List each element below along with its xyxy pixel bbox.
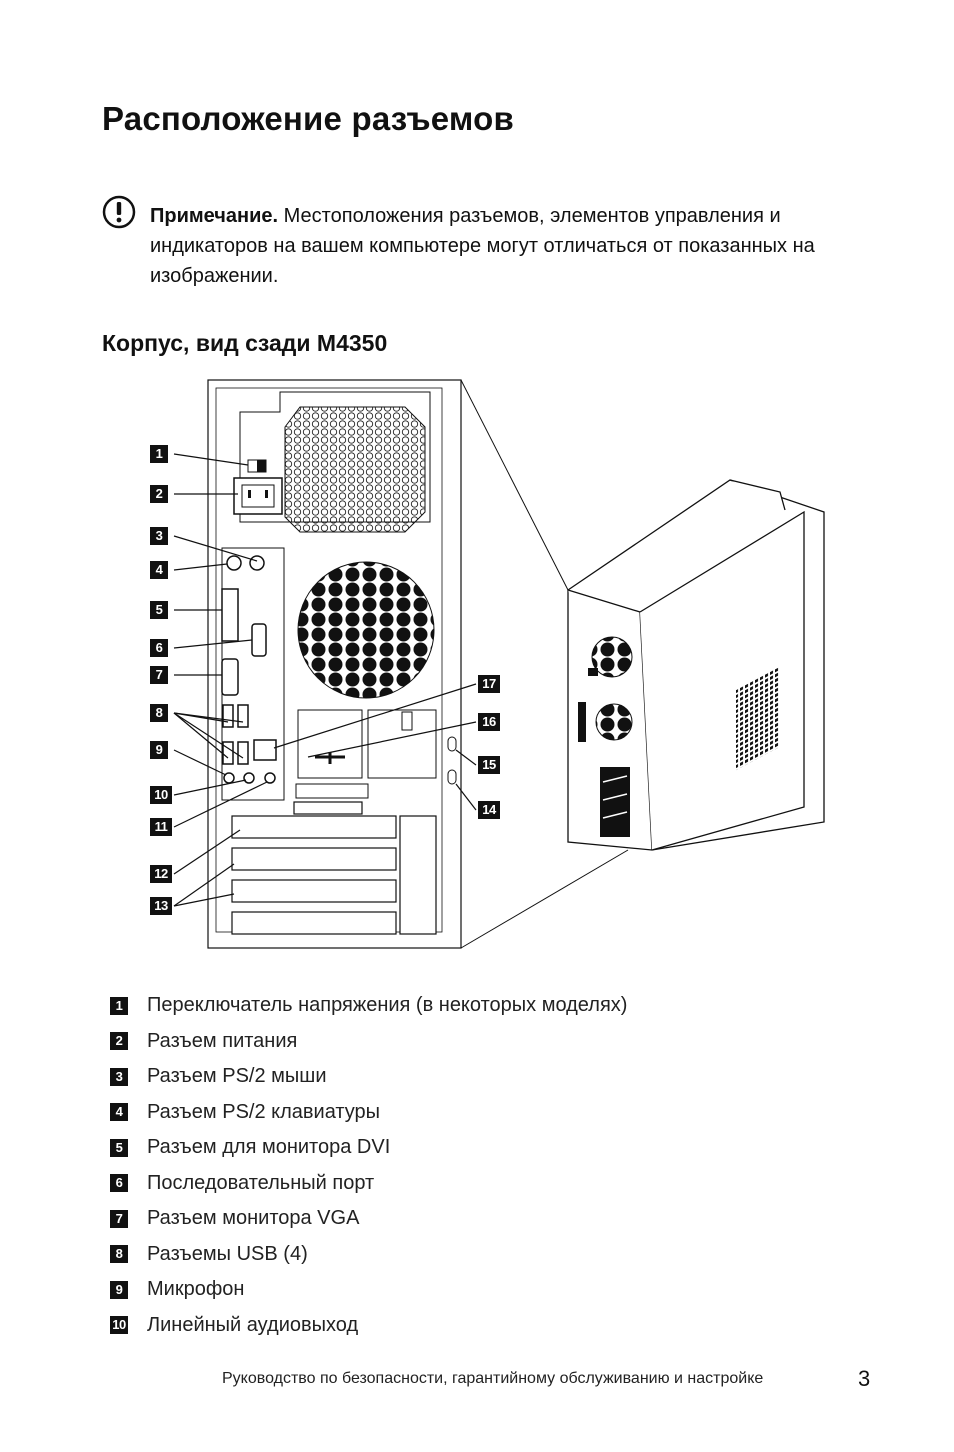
legend-item: 4 Разъем PS/2 клавиатуры bbox=[110, 1095, 627, 1131]
legend-label: Переключатель напряжения (в некоторых мо… bbox=[147, 994, 628, 1017]
serial-port bbox=[251, 623, 267, 657]
dvi-port bbox=[221, 588, 239, 642]
legend-label: Разъем PS/2 клавиатуры bbox=[147, 1100, 381, 1123]
legend-number: 6 bbox=[110, 1174, 128, 1193]
exclamation-icon bbox=[102, 195, 136, 229]
legend-number: 7 bbox=[110, 1209, 128, 1228]
ps2-keyboard-port bbox=[226, 555, 242, 571]
expansion-slots bbox=[231, 801, 437, 935]
legend-item: 9 Микрофон bbox=[110, 1272, 627, 1308]
callout-5: 5 bbox=[150, 601, 168, 619]
legend-number: 9 bbox=[110, 1280, 128, 1299]
legend-label: Последовательный порт bbox=[147, 1171, 375, 1194]
callout-6: 6 bbox=[150, 639, 168, 657]
page-number: 3 bbox=[858, 1366, 871, 1391]
psu-vent bbox=[284, 406, 426, 533]
note-body: Местоположения разъемов, элементов управ… bbox=[150, 205, 815, 287]
power-connector bbox=[233, 477, 283, 515]
audio-jacks bbox=[223, 772, 276, 784]
callout-1: 1 bbox=[150, 445, 168, 463]
ps2-mouse-port bbox=[249, 555, 265, 571]
legend-number: 3 bbox=[110, 1067, 128, 1086]
section-subtitle: Корпус, вид сзади M4350 bbox=[102, 330, 388, 356]
legend-label: Разъем PS/2 мыши bbox=[147, 1065, 327, 1088]
legend-item: 7 Разъем монитора VGA bbox=[110, 1201, 627, 1237]
side-vent bbox=[736, 666, 780, 771]
callout-11: 11 bbox=[150, 818, 172, 836]
page-footer: Руководство по безопасности, гарантийном… bbox=[222, 1370, 764, 1387]
callout-14: 14 bbox=[478, 801, 500, 819]
legend-label: Микрофон bbox=[147, 1278, 245, 1301]
legend-number: 2 bbox=[110, 1032, 128, 1051]
legend-item: 1 Переключатель напряжения (в некоторых м… bbox=[110, 988, 627, 1024]
legend-item: 3 Разъем PS/2 мыши bbox=[110, 1059, 627, 1095]
legend-number: 5 bbox=[110, 1138, 128, 1157]
legend-item: 10 Линейный аудиовыход bbox=[110, 1308, 627, 1344]
callout-15: 15 bbox=[478, 756, 500, 774]
leader-lines bbox=[173, 453, 477, 907]
case-fan bbox=[297, 561, 435, 699]
legend-number: 8 bbox=[110, 1245, 128, 1264]
legend-number: 10 bbox=[110, 1316, 128, 1335]
callout-9: 9 bbox=[150, 741, 168, 759]
note-label: Примечание. bbox=[150, 205, 279, 227]
callout-10: 10 bbox=[150, 786, 172, 804]
usb-ports bbox=[222, 704, 249, 765]
note-text: Примечание. Местоположения разъемов, эле… bbox=[150, 201, 870, 291]
callout-7: 7 bbox=[150, 666, 168, 684]
legend-item: 2 Разъем питания bbox=[110, 1024, 627, 1060]
legend-item: 8 Разъемы USB (4) bbox=[110, 1237, 627, 1273]
callout-3: 3 bbox=[150, 527, 168, 545]
vga-port bbox=[221, 658, 239, 696]
legend-label: Линейный аудиовыход bbox=[147, 1313, 359, 1336]
rear-view-diagram bbox=[173, 379, 825, 949]
callout-2: 2 bbox=[150, 485, 168, 503]
legend-number: 1 bbox=[110, 996, 128, 1015]
legend-item: 6 Последовательный порт bbox=[110, 1166, 627, 1202]
ethernet-port bbox=[253, 739, 277, 761]
legend-label: Разъемы USB (4) bbox=[147, 1242, 308, 1265]
callout-4: 4 bbox=[150, 561, 168, 579]
legend-number: 4 bbox=[110, 1103, 128, 1122]
callout-12: 12 bbox=[150, 865, 172, 883]
callout-17: 17 bbox=[478, 675, 500, 693]
page-title: Расположение разъемов bbox=[102, 100, 514, 137]
legend-item: 5 Разъем для монитора DVI bbox=[110, 1130, 627, 1166]
callout-8: 8 bbox=[150, 704, 168, 722]
legend-label: Разъем монитора VGA bbox=[147, 1207, 360, 1230]
legend-label: Разъем питания bbox=[147, 1029, 298, 1052]
callout-16: 16 bbox=[478, 713, 500, 731]
callout-13: 13 bbox=[150, 897, 172, 915]
connector-legend: 1 Переключатель напряжения (в некоторых м… bbox=[110, 988, 627, 1343]
legend-label: Разъем для монитора DVI bbox=[147, 1136, 391, 1159]
